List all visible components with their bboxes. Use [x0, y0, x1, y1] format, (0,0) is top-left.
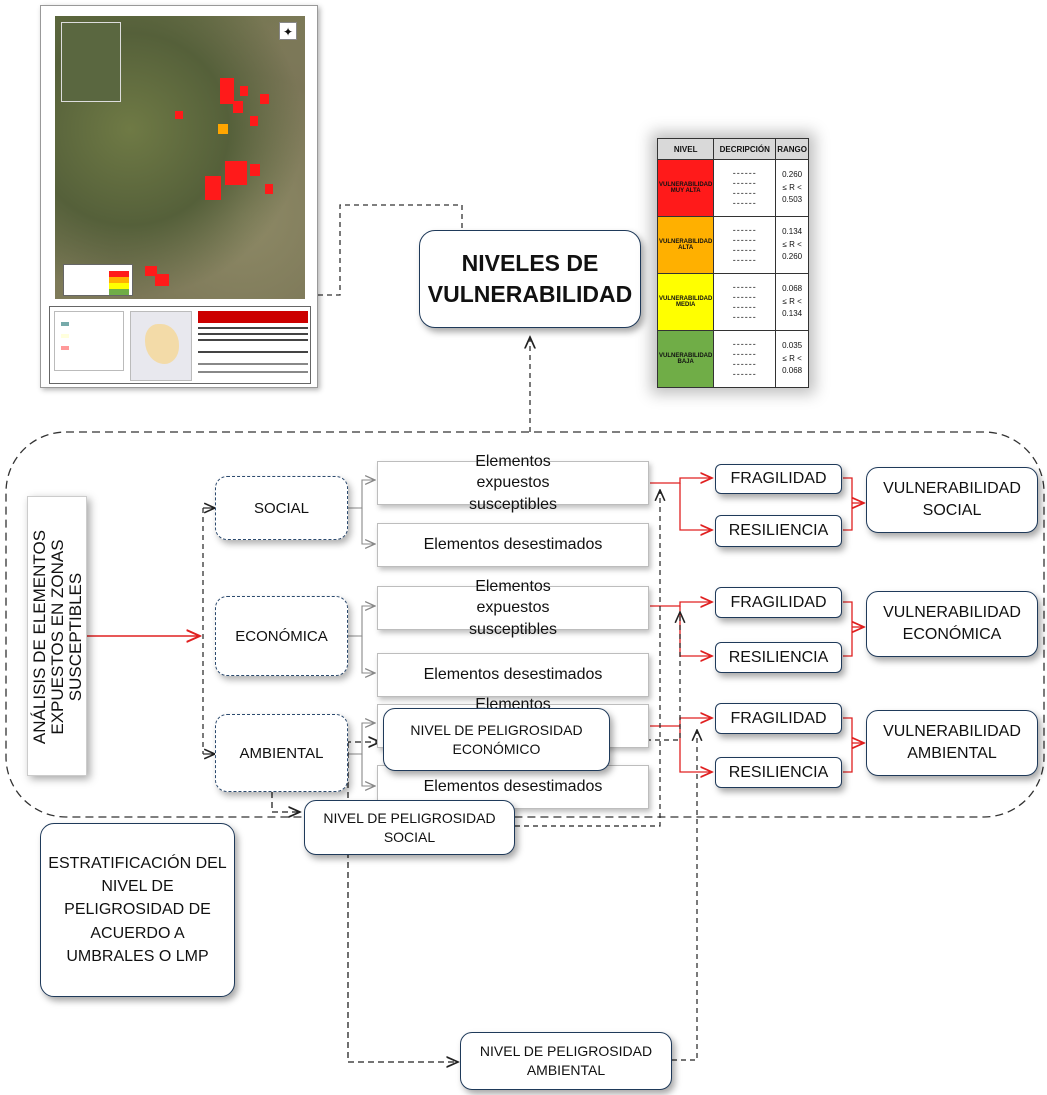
- inset-map: [61, 22, 121, 102]
- analysis-container: [5, 431, 1045, 818]
- title-line-2: VULNERABILIDAD: [427, 281, 633, 307]
- fragility-social: FRAGILIDAD: [715, 464, 842, 494]
- dismissed-elements-economic: Elementos desestimados: [377, 653, 649, 697]
- dimension-economic: ECONÓMICA: [215, 596, 348, 676]
- resilience-environmental: RESILIENCIA: [715, 757, 842, 788]
- table-row: VULNERABILIDAD MEDIA -------------------…: [656, 273, 809, 331]
- aerial-photo: ✦: [55, 16, 305, 299]
- description-cell: ------------------------: [713, 216, 777, 274]
- exposed-elements-economic: Elementos expuestos susceptibles: [377, 578, 649, 638]
- description-cell: ------------------------: [713, 273, 777, 331]
- fragility-economic: FRAGILIDAD: [715, 587, 842, 618]
- dismissed-elements-social: Elementos desestimados: [377, 523, 649, 567]
- table-row: VULNERABILIDAD ALTA --------------------…: [656, 216, 809, 274]
- hazard-level-economic: NIVEL DE PELIGROSIDAD ECONÓMICO: [383, 708, 610, 771]
- vulnerability-social: VULNERABILIDAD SOCIAL: [866, 467, 1038, 533]
- range-cell: 0.134≤ R <0.260: [775, 216, 809, 274]
- hazard-level-social: NIVEL DE PELIGROSIDAD SOCIAL: [304, 800, 515, 855]
- analysis-label-box: ANÁLISIS DE ELEMENTOS EXPUESTOS EN ZONAS…: [27, 496, 87, 776]
- range-cell: 0.260≤ R <0.503: [775, 159, 809, 217]
- vulnerability-economic: VULNERABILIDAD ECONÓMICA: [866, 591, 1038, 657]
- table-row: VULNERABILIDAD BAJA --------------------…: [656, 330, 809, 388]
- resilience-economic: RESILIENCIA: [715, 642, 842, 673]
- map-legend-box: [63, 264, 133, 296]
- fragility-environmental: FRAGILIDAD: [715, 703, 842, 734]
- level-cell-medium: VULNERABILIDAD MEDIA: [656, 273, 715, 331]
- table-header-level: NIVEL: [656, 138, 715, 160]
- range-cell: 0.068≤ R <0.134: [775, 273, 809, 331]
- level-cell-high: VULNERABILIDAD ALTA: [656, 216, 715, 274]
- level-cell-very-high: VULNERABILIDAD MUY ALTA: [656, 159, 715, 217]
- vulnerability-table: NIVEL DECRIPCIÓN RANGO VULNERABILIDAD MU…: [656, 138, 809, 388]
- hazard-level-environmental: NIVEL DE PELIGROSIDAD AMBIENTAL: [460, 1032, 672, 1090]
- location-map: [130, 311, 192, 381]
- description-cell: ------------------------: [713, 330, 777, 388]
- hazard-to-fragility-connectors: [515, 490, 660, 827]
- map-to-title-connector: [318, 204, 463, 296]
- level-cell-low: VULNERABILIDAD BAJA: [656, 330, 715, 388]
- dimension-social: SOCIAL: [215, 476, 348, 540]
- dimension-environmental: AMBIENTAL: [215, 714, 348, 792]
- stratification-box: ESTRATIFICACIÓN DEL NIVEL DE PELIGROSIDA…: [40, 823, 235, 997]
- table-header-range: RANGO: [775, 138, 809, 160]
- description-cell: ------------------------: [713, 159, 777, 217]
- exposed-elements-social: Elementos expuestos susceptibles: [377, 453, 649, 513]
- title-line-1: NIVELES DE: [461, 249, 599, 276]
- range-cell: 0.035≤ R <0.068: [775, 330, 809, 388]
- analysis-label-text: ANÁLISIS DE ELEMENTOS EXPUESTOS EN ZONAS…: [30, 529, 85, 745]
- table-header-description: DECRIPCIÓN: [713, 138, 777, 160]
- table-row: VULNERABILIDAD MUY ALTA ----------------…: [656, 159, 809, 217]
- vulnerability-table-wrapper: NIVEL DECRIPCIÓN RANGO VULNERABILIDAD MU…: [656, 138, 809, 388]
- map-title-block: [49, 306, 311, 384]
- vulnerability-levels-title: NIVELES DE VULNERABILIDAD: [419, 230, 641, 328]
- vulnerability-environmental: VULNERABILIDAD AMBIENTAL: [866, 710, 1038, 776]
- north-arrow-icon: ✦: [279, 22, 297, 40]
- resilience-social: RESILIENCIA: [715, 515, 842, 547]
- vulnerability-map-thumbnail: ✦: [40, 5, 318, 388]
